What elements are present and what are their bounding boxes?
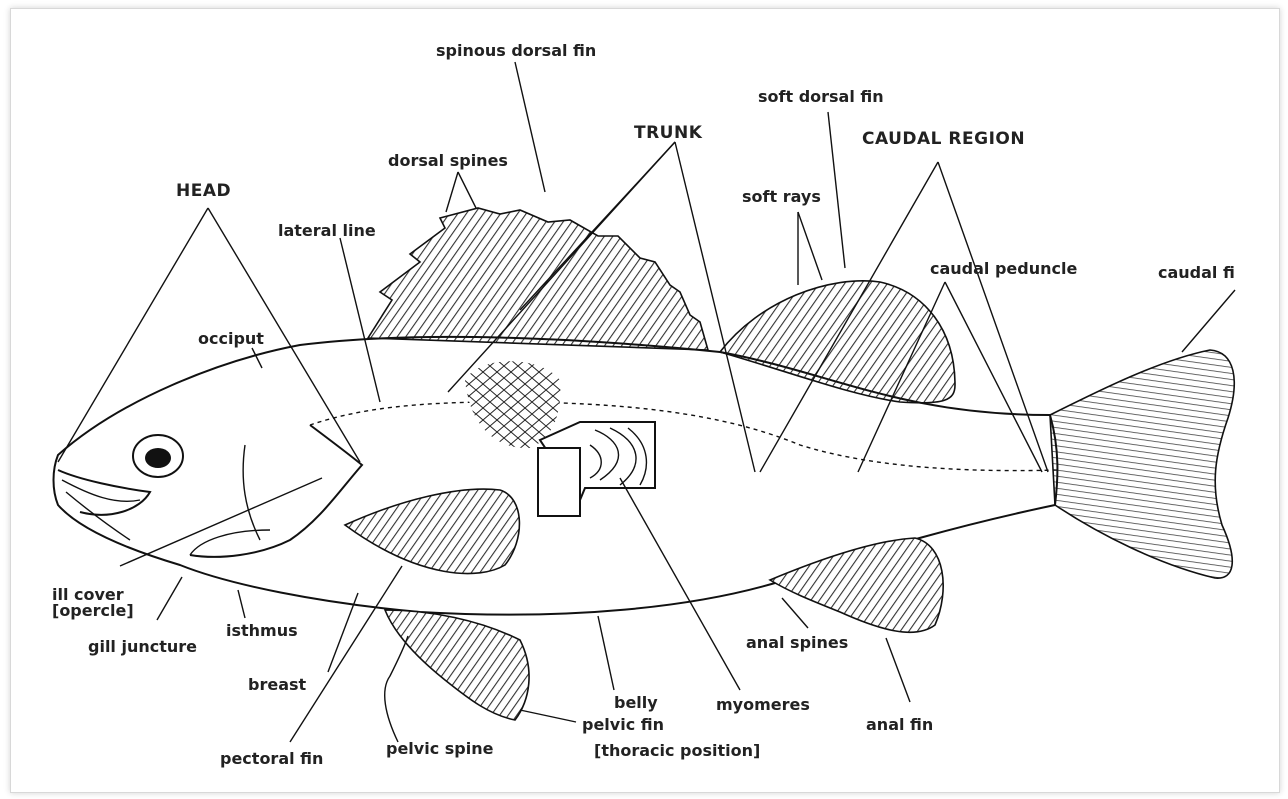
label-anal-fin: anal fin	[866, 715, 933, 734]
caudal-fin	[1050, 350, 1234, 578]
label-breast: breast	[248, 675, 307, 694]
spiny-dorsal-fin	[368, 208, 708, 350]
label-belly: belly	[614, 693, 658, 712]
label-caudal-region: CAUDAL REGION	[862, 129, 1025, 149]
label-pelvic-spine: pelvic spine	[386, 739, 494, 758]
pectoral-fin	[345, 489, 519, 573]
lateral-line	[310, 402, 1060, 471]
label-soft-rays: soft rays	[742, 187, 821, 206]
anal-fin	[770, 538, 943, 632]
labels: spinous dorsal fin dorsal spines TRUNK s…	[52, 41, 1235, 768]
label-dorsal-spines: dorsal spines	[388, 151, 508, 170]
label-soft-dorsal-fin: soft dorsal fin	[758, 87, 884, 106]
label-head: HEAD	[176, 181, 231, 201]
soft-dorsal-fin	[720, 281, 955, 403]
fish-drawing	[54, 208, 1235, 720]
label-opercle: [opercle]	[52, 601, 134, 620]
label-pectoral-fin: pectoral fin	[220, 749, 323, 768]
label-thoracic-position: [thoracic position]	[594, 741, 760, 760]
myomeres-cutout	[538, 422, 655, 516]
scales-patch	[465, 361, 560, 448]
label-trunk: TRUNK	[634, 123, 703, 143]
label-caudal-peduncle: caudal peduncle	[930, 259, 1077, 278]
label-isthmus: isthmus	[226, 621, 298, 640]
leader-lines	[58, 62, 1235, 742]
label-spinous-dorsal-fin: spinous dorsal fin	[436, 41, 596, 60]
pelvic-fin	[385, 610, 529, 720]
label-pelvic-fin: pelvic fin	[582, 715, 664, 734]
label-myomeres: myomeres	[716, 695, 810, 714]
label-caudal-fin: caudal fi	[1158, 263, 1235, 282]
label-anal-spines: anal spines	[746, 633, 848, 652]
label-gill-juncture: gill juncture	[88, 637, 197, 656]
label-lateral-line: lateral line	[278, 221, 376, 240]
label-occiput: occiput	[198, 329, 264, 348]
